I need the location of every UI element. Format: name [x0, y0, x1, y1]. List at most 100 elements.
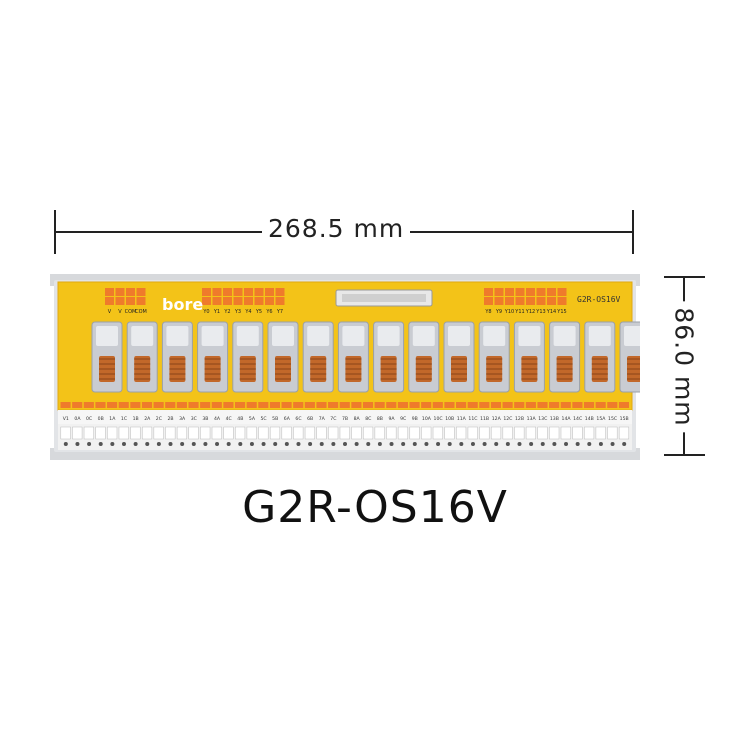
bottom-terminal-13c: 13C	[537, 402, 548, 446]
svg-text:Y12: Y12	[525, 309, 535, 315]
svg-text:5A: 5A	[249, 416, 256, 422]
bottom-terminal-12c: 12C	[502, 402, 513, 446]
bottom-terminal-14a: 14A	[560, 402, 572, 446]
bottom-terminal-9a: 9A	[386, 402, 397, 446]
svg-text:1B: 1B	[133, 416, 139, 422]
bottom-terminal-11c: 11C	[467, 402, 478, 446]
relay-14	[549, 321, 581, 393]
relay-16	[619, 321, 640, 393]
svg-text:Y8: Y8	[484, 309, 491, 315]
bottom-terminal-7a: 7A	[316, 402, 327, 446]
svg-text:8A: 8A	[354, 416, 361, 422]
model-title: G2R-OS16V	[242, 482, 508, 533]
input-terminal-y14: Y14	[546, 288, 556, 315]
bottom-terminal-15c: 15C	[607, 402, 618, 446]
svg-text:12A: 12A	[492, 416, 502, 422]
board-model-text: G2R-OS16V	[577, 295, 621, 304]
bottom-terminal-3a: 3A	[176, 402, 188, 446]
svg-text:13B: 13B	[550, 416, 559, 422]
svg-text:Y2: Y2	[223, 309, 230, 315]
width-label: 268.5 mm	[262, 214, 411, 243]
input-terminal-y9: Y9	[494, 288, 504, 315]
svg-text:Y6: Y6	[265, 309, 272, 315]
svg-text:Y0: Y0	[202, 309, 209, 315]
relay-3	[161, 321, 193, 393]
relay-13	[513, 321, 545, 393]
relay-5	[232, 321, 264, 393]
svg-text:10B: 10B	[445, 416, 454, 422]
bottom-terminal-4b: 4B	[234, 402, 246, 446]
bottom-terminal-2c: 2C	[153, 402, 164, 446]
relay-8	[337, 321, 369, 393]
svg-text:V1: V1	[63, 416, 69, 422]
bottom-terminal-15b: 15B	[618, 402, 630, 446]
bottom-terminal-12a: 12A	[490, 402, 502, 446]
svg-text:12C: 12C	[503, 416, 512, 422]
bottom-terminal-0a: 0A	[72, 402, 83, 446]
svg-text:Y5: Y5	[255, 309, 262, 315]
brand-logo: bore	[162, 295, 203, 314]
svg-text:Y10: Y10	[504, 309, 514, 315]
svg-text:0A: 0A	[74, 416, 81, 422]
input-terminal-y2: Y2	[223, 288, 232, 315]
bottom-terminal-9c: 9C	[397, 402, 409, 446]
bottom-terminal-1a: 1A	[107, 402, 118, 446]
svg-text:12B: 12B	[515, 416, 524, 422]
relay-6	[267, 321, 299, 393]
svg-text:Y9: Y9	[495, 309, 502, 315]
svg-text:8C: 8C	[365, 416, 371, 422]
bottom-terminal-v1: V1	[60, 402, 71, 446]
svg-text:13C: 13C	[538, 416, 547, 422]
svg-text:3C: 3C	[191, 416, 197, 422]
bottom-terminal-4a: 4A	[211, 402, 222, 446]
bottom-terminal-1c: 1C	[118, 402, 129, 446]
bottom-terminal-2a: 2A	[141, 402, 153, 446]
bottom-terminal-6a: 6A	[281, 402, 292, 446]
svg-text:2A: 2A	[144, 416, 151, 422]
bottom-terminal-8b: 8B	[374, 402, 385, 446]
svg-text:9C: 9C	[400, 416, 406, 422]
input-terminal-y15: Y15	[556, 288, 567, 315]
svg-text:13A: 13A	[527, 416, 537, 422]
svg-text:3A: 3A	[179, 416, 186, 422]
power-terminal-com: COM	[135, 288, 147, 315]
input-terminal-y8: Y8	[484, 288, 493, 315]
input-terminal-y10: Y10	[504, 288, 514, 315]
bottom-terminal-5b: 5B	[269, 402, 281, 446]
relay-11	[443, 321, 475, 393]
svg-text:2B: 2B	[167, 416, 173, 422]
svg-text:5C: 5C	[261, 416, 267, 422]
bottom-terminal-15a: 15A	[595, 402, 606, 446]
svg-text:Y1: Y1	[213, 309, 220, 315]
bottom-terminal-3b: 3B	[200, 402, 211, 446]
bottom-terminal-5c: 5C	[258, 402, 269, 446]
relay-1	[91, 321, 123, 393]
svg-text:0C: 0C	[86, 416, 92, 422]
bottom-terminal-11a: 11A	[456, 402, 467, 446]
svg-text:9B: 9B	[412, 416, 418, 422]
bottom-terminal-9b: 9B	[409, 402, 420, 446]
input-terminal-y1: Y1	[212, 288, 222, 315]
svg-text:11A: 11A	[457, 416, 467, 422]
input-terminal-y6: Y6	[265, 288, 274, 315]
svg-text:Y7: Y7	[276, 309, 283, 315]
relay-4	[197, 321, 229, 393]
bottom-terminal-12b: 12B	[514, 402, 525, 446]
svg-text:6C: 6C	[295, 416, 301, 422]
bottom-terminal-4c: 4C	[223, 402, 234, 446]
svg-text:8B: 8B	[377, 416, 383, 422]
input-terminal-y3: Y3	[233, 288, 243, 315]
bottom-terminal-8c: 8C	[362, 402, 374, 446]
svg-text:Y4: Y4	[244, 309, 251, 315]
svg-text:14A: 14A	[562, 416, 572, 422]
power-terminal-v: V	[105, 288, 114, 315]
relay-9	[373, 321, 405, 393]
svg-text:4B: 4B	[237, 416, 243, 422]
svg-text:15C: 15C	[608, 416, 617, 422]
relay-10	[408, 321, 440, 393]
svg-text:Y13: Y13	[535, 309, 545, 315]
bottom-terminal-0b: 0B	[95, 402, 106, 446]
bottom-terminal-13a: 13A	[525, 402, 537, 446]
